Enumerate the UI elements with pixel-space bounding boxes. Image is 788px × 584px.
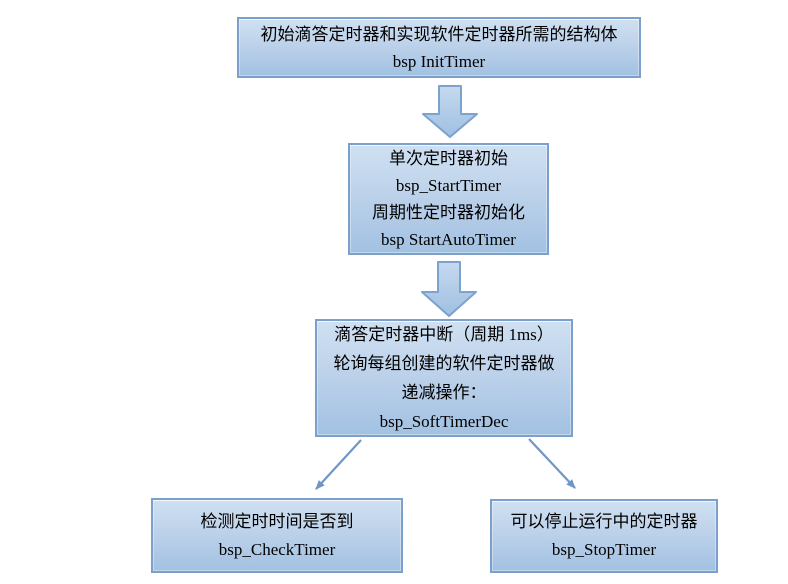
node-init-timer: 初始滴答定时器和实现软件定时器所需的结构体 bsp InitTimer (237, 17, 641, 78)
node-stop-timer-desc: 可以停止运行中的定时器 (510, 512, 698, 531)
node-start-timer-func2: bsp StartAutoTimer (381, 230, 516, 249)
node-systick-desc2: 轮询每组创建的软件定时器做 (333, 354, 555, 373)
node-check-timer: 检测定时时间是否到 bsp_CheckTimer (151, 498, 403, 573)
node-systick-func: bsp_SoftTimerDec (379, 412, 509, 431)
node-check-timer-func: bsp_CheckTimer (218, 539, 336, 559)
connector-arrow-right (528, 438, 576, 489)
node-start-timer: 单次定时器初始 bsp_StartTimer 周期性定时器初始化 bsp Sta… (348, 143, 549, 255)
node-stop-timer: 可以停止运行中的定时器 bsp_StopTimer (490, 499, 718, 573)
node-start-timer-desc1: 单次定时器初始 (389, 149, 508, 168)
connector-arrow-left (315, 439, 362, 490)
node-start-timer-func1: bsp_StartTimer (395, 176, 502, 195)
block-down-arrow-1 (422, 85, 478, 138)
node-systick-decrement: 滴答定时器中断（周期 1ms） 轮询每组创建的软件定时器做 递减操作： bsp_… (315, 319, 573, 437)
block-down-arrow-2 (421, 261, 477, 317)
node-systick-desc1: 滴答定时器中断（周期 1ms） (334, 325, 554, 344)
node-stop-timer-func: bsp_StopTimer (551, 540, 657, 559)
node-init-timer-desc: 初始滴答定时器和实现软件定时器所需的结构体 (260, 24, 618, 44)
node-start-timer-desc2: 周期性定时器初始化 (372, 203, 525, 222)
node-systick-desc3: 递减操作： (401, 383, 487, 402)
node-check-timer-desc: 检测定时时间是否到 (200, 511, 354, 531)
node-init-timer-func: bsp InitTimer (392, 51, 486, 71)
